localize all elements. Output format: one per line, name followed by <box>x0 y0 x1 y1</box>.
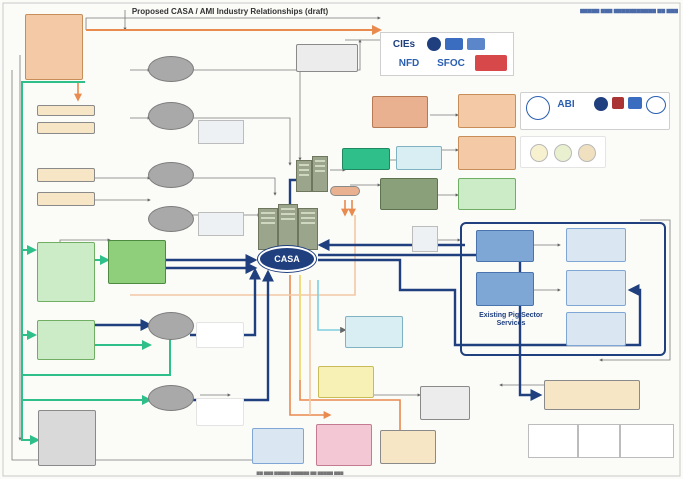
thumbnail-2 <box>198 212 244 236</box>
footer-note: ▆▆ ▆▆▆ ▆▆▆▆▆ ▆▆▆▆▆▆ ▆▆ ▆▆▆▆▆ ▆▆▆ <box>256 470 344 475</box>
logo-nfd: NFD <box>398 57 420 69</box>
yellow-box[interactable] <box>318 366 374 398</box>
blue-light-box-bottom[interactable] <box>252 428 304 464</box>
oval-node-2[interactable] <box>148 102 194 130</box>
logo-cies: CIEs <box>392 38 416 50</box>
pink-box[interactable] <box>316 424 372 466</box>
oval-node-4[interactable] <box>148 206 194 232</box>
logo-blue <box>445 38 463 50</box>
thumbnail-3 <box>412 226 438 252</box>
green-box-right[interactable] <box>458 178 516 210</box>
cyan-box-bottom[interactable] <box>345 316 403 348</box>
stakeholder-box-top[interactable] <box>25 14 83 80</box>
sand-box-bottom[interactable] <box>380 430 436 464</box>
logo-small-1 <box>594 97 608 111</box>
server-icon-3 <box>258 208 278 250</box>
logo-seal <box>526 96 550 120</box>
sand-box-2[interactable] <box>37 192 95 206</box>
salmon-box-right-1[interactable] <box>458 94 516 128</box>
server-icon-1 <box>296 160 312 192</box>
sand-box-right-bottom[interactable] <box>544 380 640 410</box>
oval-node-3[interactable] <box>148 162 194 188</box>
oval-node-6[interactable] <box>148 385 194 411</box>
service-box-3[interactable] <box>566 228 626 262</box>
page-title: Proposed CASA / AMI Industry Relationshi… <box>131 7 329 16</box>
sand-box-1[interactable] <box>37 168 95 182</box>
green-box-left-2[interactable] <box>108 240 166 284</box>
service-box-5[interactable] <box>566 312 626 346</box>
service-box-1[interactable] <box>476 230 534 262</box>
casa-hub[interactable]: CASA <box>258 246 316 272</box>
logo-red <box>475 55 507 71</box>
grey-box-left-bottom[interactable] <box>38 410 96 466</box>
badge-1 <box>530 144 548 162</box>
note-box-1 <box>196 322 244 348</box>
oval-node-5[interactable] <box>148 312 194 340</box>
logo-small-4 <box>646 96 666 114</box>
logo-small-3 <box>628 97 642 109</box>
badge-2 <box>554 144 572 162</box>
top-center-box[interactable] <box>296 44 358 72</box>
green-box-left-1[interactable] <box>37 242 95 302</box>
server-icon-4 <box>278 204 298 250</box>
green-box-left-3[interactable] <box>37 320 95 360</box>
contact-line: ▆▆▆▆▆ ▆▆▆ ▆▆▆▆▆▆▆▆▆▆▆ ▆▆ ▆▆▆ <box>580 8 678 14</box>
grey-box-mid[interactable] <box>420 386 470 420</box>
existing-services-label: Existing Pig Sector Services <box>479 312 543 327</box>
server-icon-2 <box>312 156 328 192</box>
green-box-center-1[interactable] <box>342 148 390 170</box>
services-frame <box>460 222 666 356</box>
logo-rect <box>467 38 485 50</box>
service-box-4[interactable] <box>566 270 626 306</box>
green-box-center-2[interactable] <box>380 178 438 210</box>
connector-pill <box>330 186 360 196</box>
oval-node-1[interactable] <box>148 56 194 82</box>
cyan-box-center[interactable] <box>396 146 442 170</box>
salmon-box-right-2[interactable] <box>458 136 516 170</box>
logo-small-2 <box>612 97 624 109</box>
thumbnail-4 <box>528 424 578 458</box>
stakeholder-box-small-2[interactable] <box>37 122 95 134</box>
thumbnail-5 <box>578 424 620 458</box>
stakeholder-box-small[interactable] <box>37 105 95 116</box>
logo-strip: CIEs NFD SFOC <box>380 32 514 76</box>
logo-abi: ABI <box>557 98 575 110</box>
logo-circle <box>427 37 441 51</box>
thumbnail-1 <box>198 120 244 144</box>
salmon-box-center[interactable] <box>372 96 428 128</box>
logo-sfoc: SFOC <box>437 57 465 69</box>
badge-3 <box>578 144 596 162</box>
server-icon-5 <box>298 208 318 250</box>
note-box-2 <box>196 398 244 426</box>
thumbnail-6 <box>620 424 674 458</box>
service-box-2[interactable] <box>476 272 534 306</box>
